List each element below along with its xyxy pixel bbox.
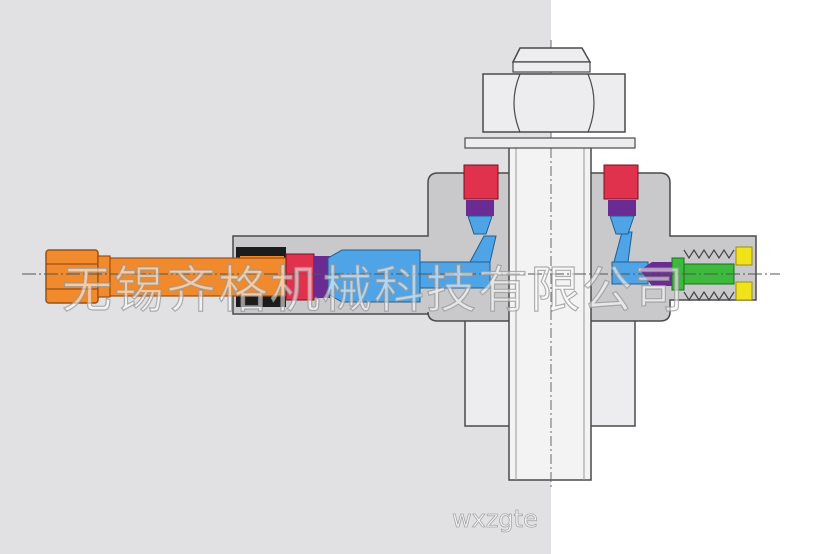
hydraulic-channel xyxy=(285,231,649,303)
stud-bolt xyxy=(508,40,592,490)
end-plug xyxy=(735,246,753,301)
hex-nut xyxy=(464,47,636,149)
return-spring xyxy=(683,248,735,302)
seal-rings xyxy=(463,164,639,235)
hose-fitting xyxy=(45,249,291,304)
